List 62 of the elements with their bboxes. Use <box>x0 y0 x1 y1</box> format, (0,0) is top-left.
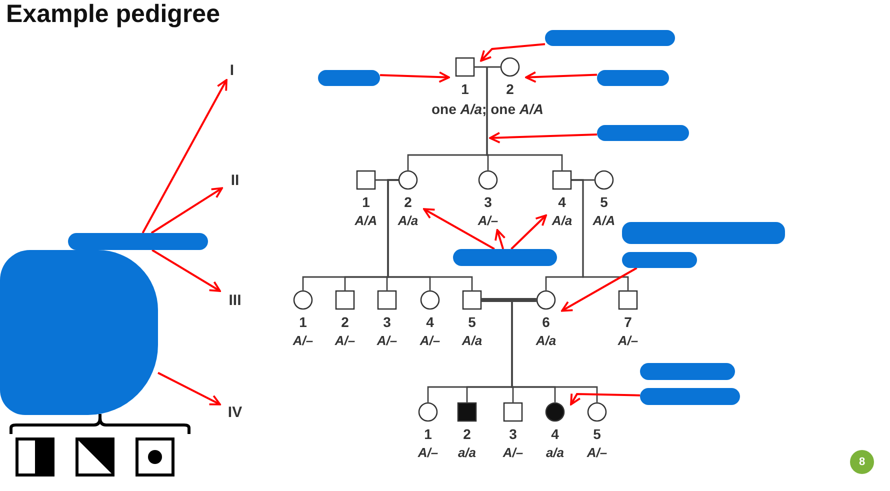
double-mating-line <box>482 298 536 302</box>
generation-label: I <box>230 62 234 78</box>
genotype-label: A/– <box>420 332 440 350</box>
genotype-label: A/– <box>292 332 314 350</box>
individual-number: 3 <box>509 425 517 444</box>
generation-label: II <box>230 172 240 188</box>
generation-label: IV <box>228 404 242 420</box>
genotype-label: A/a <box>536 332 556 350</box>
arrow <box>570 392 640 406</box>
individual-number: 1 <box>299 313 307 332</box>
individual-number: 5 <box>600 193 608 212</box>
arrow <box>158 372 221 406</box>
genotype-label: A/– <box>376 332 398 350</box>
genotype-label: A/– <box>586 444 608 462</box>
genotype-label: A/a <box>552 212 572 230</box>
genotype-label: a/a <box>546 444 564 462</box>
arrow <box>142 79 228 234</box>
individual-number: 5 <box>468 313 476 332</box>
individual-number: 2 <box>404 193 412 212</box>
genotype-label: A/– <box>618 332 638 350</box>
individual-number: 4 <box>558 193 566 212</box>
arrow <box>510 214 547 250</box>
title: Example pedigree <box>6 0 220 29</box>
arrow <box>494 229 506 250</box>
arrow <box>489 132 598 144</box>
individual-number: 1 <box>362 193 370 212</box>
descent-line <box>511 300 598 402</box>
mating-line <box>474 66 500 68</box>
genotype-label: A/– <box>478 212 498 230</box>
genotype-label: A/– <box>334 332 356 350</box>
individual-number: 1 <box>424 425 432 444</box>
generation-label: III <box>228 292 242 308</box>
individual-number: 3 <box>383 313 391 332</box>
genotype-note: one A/a; one A/A <box>430 101 545 117</box>
genotype-label: A/A <box>592 212 616 230</box>
individual-number: 4 <box>426 313 434 332</box>
genotype-label: A/– <box>502 444 524 462</box>
mating-line <box>572 179 629 290</box>
mating-line <box>387 179 473 290</box>
genotype-label: A/A <box>354 212 378 230</box>
arrow <box>423 208 495 250</box>
arrow <box>561 267 638 312</box>
individual-number: 2 <box>341 313 349 332</box>
individual-number: 1 <box>461 80 469 99</box>
arrow <box>152 249 221 292</box>
individual-number: 2 <box>463 425 471 444</box>
arrow <box>525 71 598 83</box>
individual-number: 4 <box>551 425 559 444</box>
arrow <box>380 71 450 83</box>
page-number-badge: 8 <box>850 450 874 474</box>
individual-number: 2 <box>506 80 514 99</box>
arrow <box>480 43 546 62</box>
genotype-label: A/a <box>462 332 482 350</box>
genotype-label: A/– <box>418 444 438 462</box>
individual-number: 3 <box>484 193 492 212</box>
individual-number: 7 <box>624 313 632 332</box>
descent-line <box>486 67 563 170</box>
arrow <box>150 187 223 234</box>
individual-number: 5 <box>593 425 601 444</box>
genotype-label: a/a <box>458 444 476 462</box>
genotype-label: A/a <box>398 212 418 230</box>
individual-number: 6 <box>542 313 550 332</box>
